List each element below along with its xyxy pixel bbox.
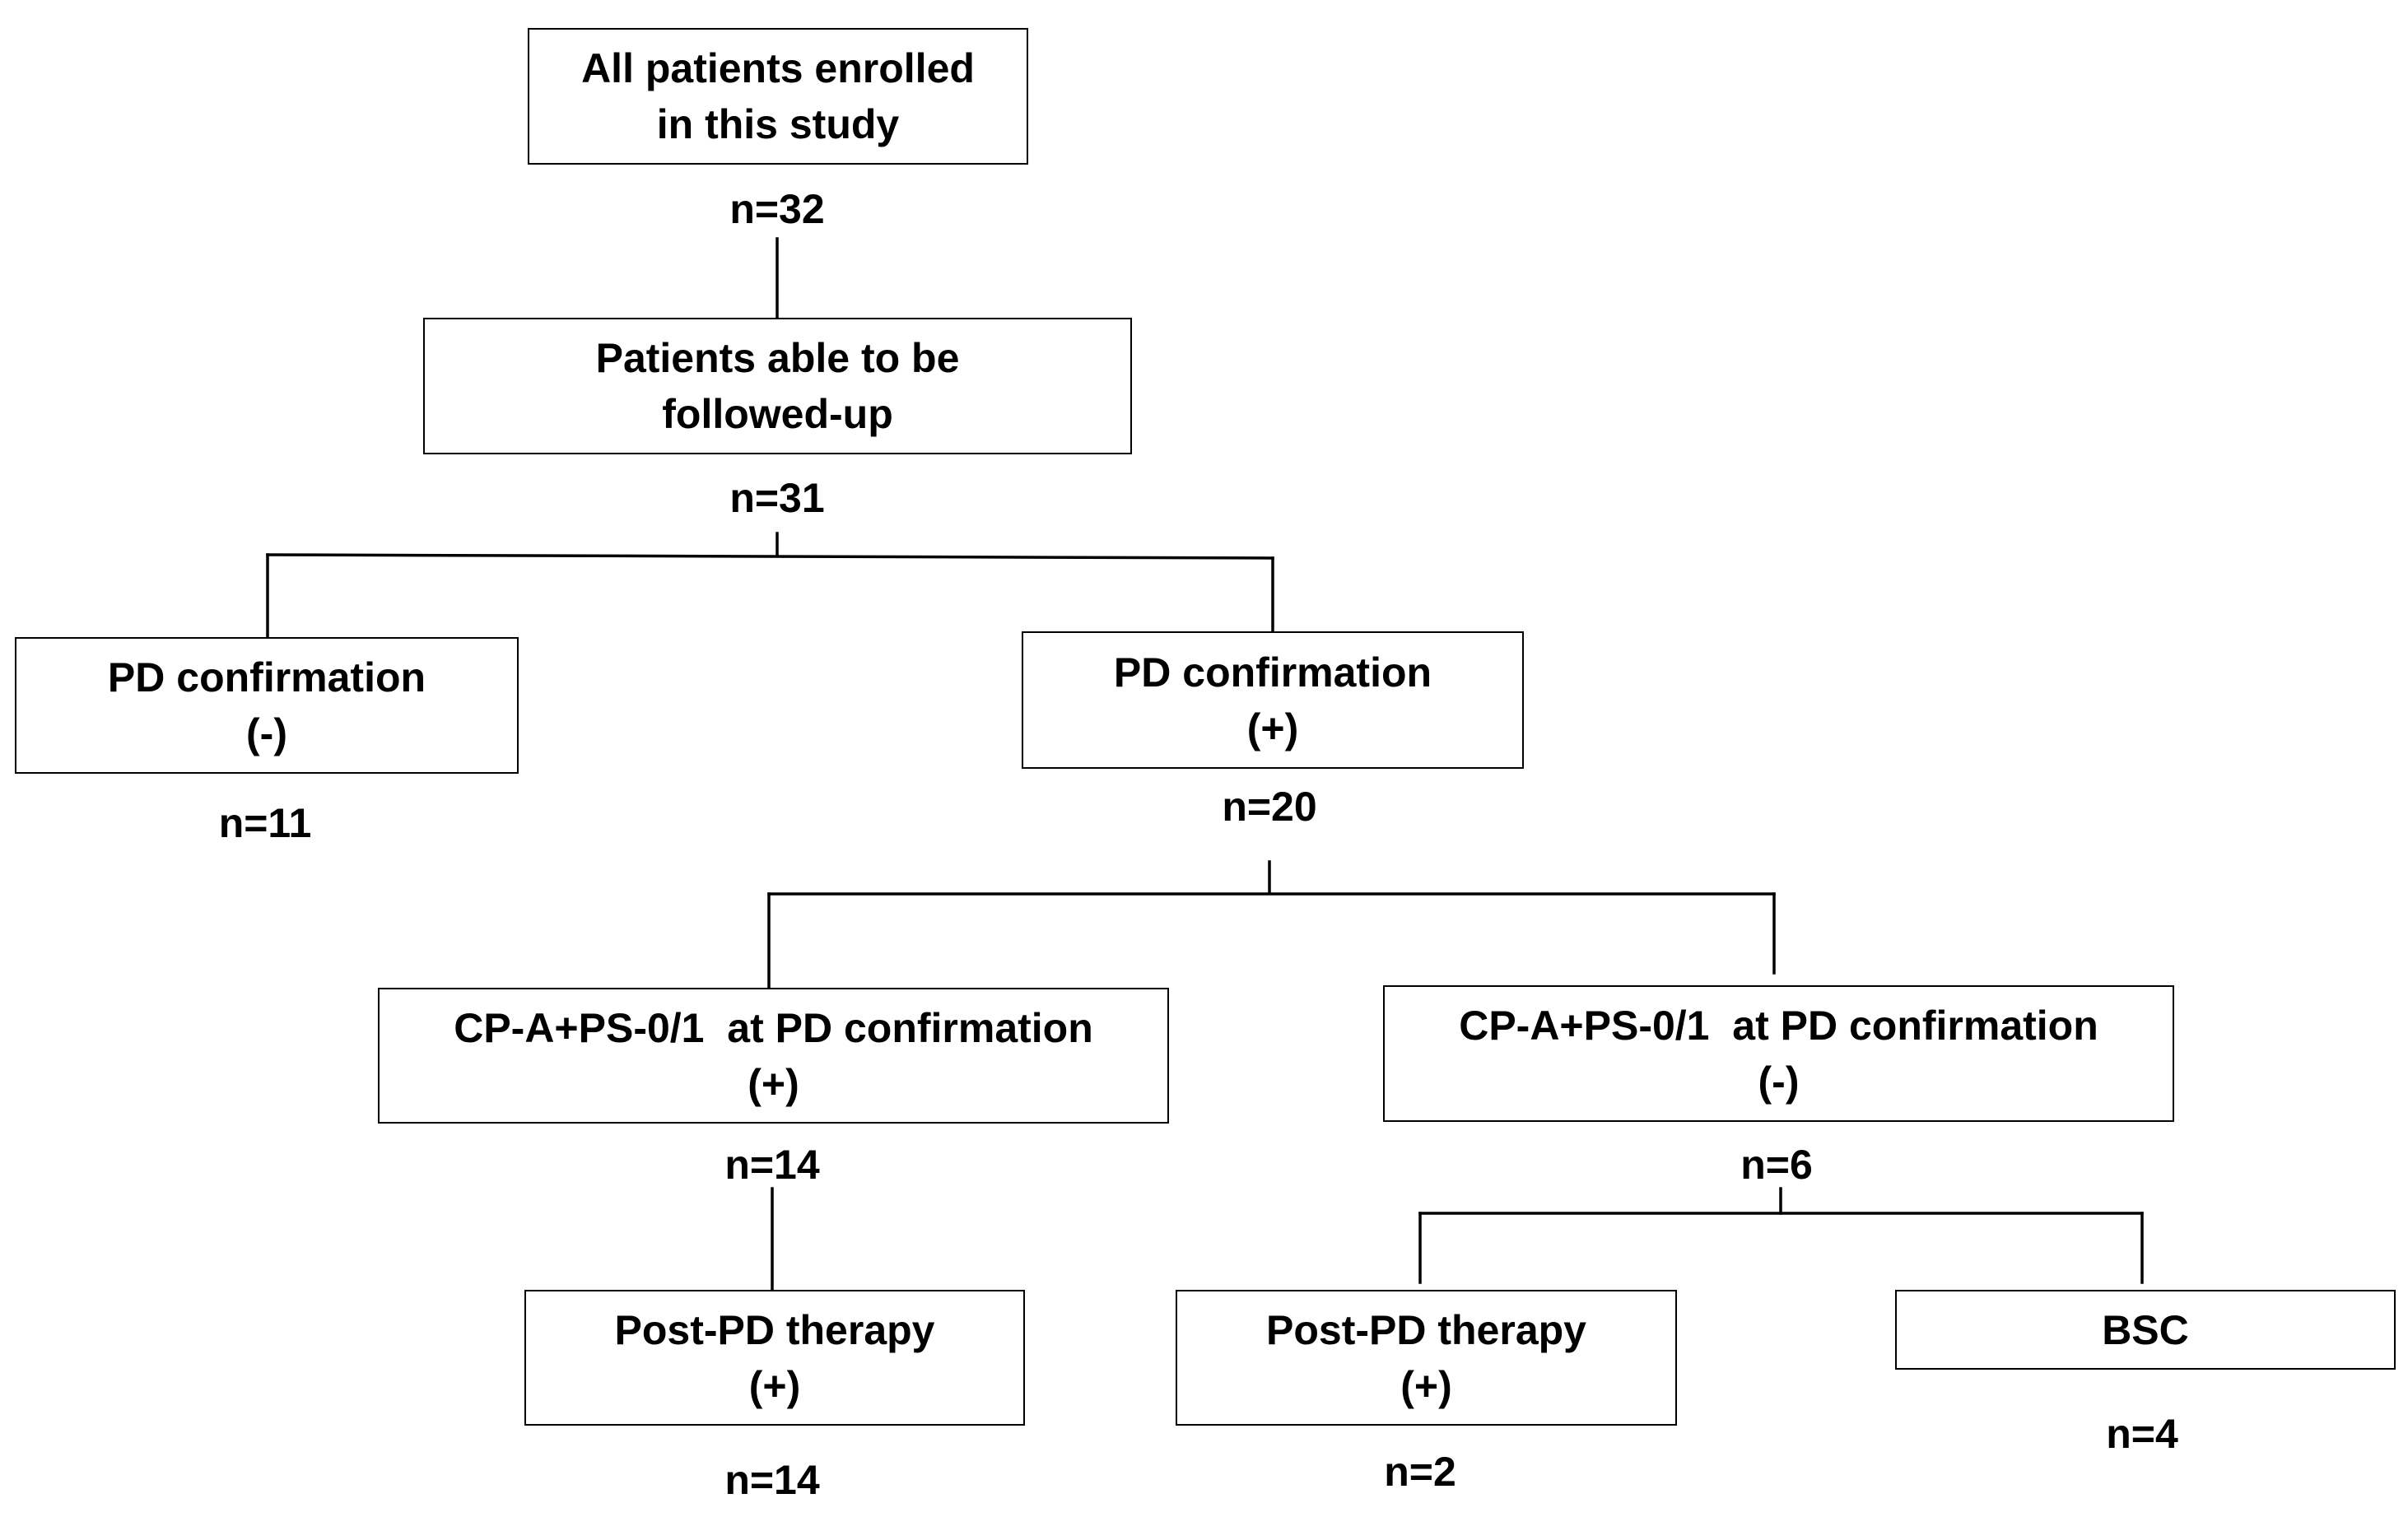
box-cpa-ps-positive: CP-A+PS-0/1 at PD confirmation (+) xyxy=(378,988,1169,1124)
box-all-patients-enrolled: All patients enrolled in this study xyxy=(528,28,1028,165)
box-bsc-line1: BSC xyxy=(2102,1306,2189,1353)
box-pd-confirmation-positive: PD confirmation (+) xyxy=(1022,631,1524,769)
box-post-pd-a-line2: (+) xyxy=(748,1362,801,1409)
box-pd-pos-line2: (+) xyxy=(1246,705,1299,752)
box-post-pd-therapy-a: Post-PD therapy (+) xyxy=(524,1290,1025,1426)
box-cpa-pos-line1: CP-A+PS-0/1 at PD confirmation xyxy=(454,1004,1093,1051)
count-cpa-neg: n=6 xyxy=(1740,1142,1813,1188)
box-post-pd-therapy-b: Post-PD therapy (+) xyxy=(1176,1290,1677,1426)
count-enrolled: n=32 xyxy=(729,186,825,232)
count-post-pd-b: n=2 xyxy=(1384,1449,1456,1495)
box-pd-pos-line1: PD confirmation xyxy=(1113,649,1432,696)
box-pd-neg-line2: (-) xyxy=(246,710,287,756)
count-cpa-pos: n=14 xyxy=(724,1142,820,1188)
box-enrolled-line2: in this study xyxy=(656,101,900,147)
box-patients-followed-up: Patients able to be followed-up xyxy=(423,318,1132,454)
box-cpa-pos-line2: (+) xyxy=(748,1060,799,1107)
box-post-pd-b-line1: Post-PD therapy xyxy=(1266,1306,1586,1353)
box-followed-up-line1: Patients able to be xyxy=(595,335,960,381)
box-followed-up-line2: followed-up xyxy=(662,391,893,437)
box-cpa-ps-negative: CP-A+PS-0/1 at PD confirmation (-) xyxy=(1383,985,2174,1122)
connector-followed-up-bar xyxy=(266,553,1274,560)
box-cpa-neg-line2: (-) xyxy=(1758,1059,1800,1105)
count-followed-up: n=31 xyxy=(729,475,825,521)
count-bsc: n=4 xyxy=(2106,1411,2178,1457)
count-pd-pos: n=20 xyxy=(1222,784,1317,830)
count-post-pd-a: n=14 xyxy=(724,1457,820,1503)
box-post-pd-b-line2: (+) xyxy=(1400,1362,1452,1409)
box-pd-confirmation-negative: PD confirmation (-) xyxy=(15,637,519,774)
box-post-pd-a-line1: Post-PD therapy xyxy=(614,1306,935,1353)
box-pd-neg-line1: PD confirmation xyxy=(107,654,426,700)
box-bsc: BSC xyxy=(1895,1290,2396,1370)
box-enrolled-line1: All patients enrolled xyxy=(581,45,975,91)
box-cpa-neg-line1: CP-A+PS-0/1 at PD confirmation xyxy=(1459,1003,2098,1049)
count-pd-neg: n=11 xyxy=(218,800,312,846)
